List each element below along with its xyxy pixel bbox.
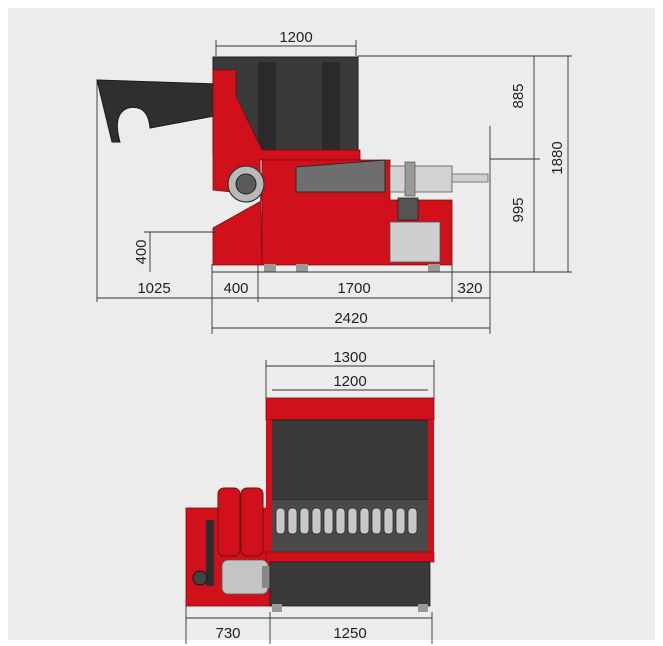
pusher-arm bbox=[96, 79, 237, 143]
dim-outer-width: 1300 bbox=[333, 349, 366, 366]
dim-inner-width: 1200 bbox=[333, 373, 366, 390]
housing-base bbox=[269, 561, 431, 607]
dim-drive-width: 730 bbox=[215, 625, 240, 642]
foot bbox=[296, 264, 308, 272]
base-foot bbox=[418, 604, 428, 612]
hopper-panel-2 bbox=[322, 62, 340, 150]
housing-hopper bbox=[269, 419, 431, 501]
motor-box bbox=[262, 566, 272, 588]
dim-hopper-height: 885 bbox=[510, 83, 527, 108]
base-foot bbox=[272, 604, 282, 612]
pulley-right bbox=[240, 487, 264, 557]
front-view: 1300 1200 730 1250 bbox=[185, 349, 435, 644]
rotor-knives bbox=[275, 507, 418, 535]
hopper-panel bbox=[258, 62, 276, 150]
dim-rear-offset: 320 bbox=[457, 280, 482, 297]
dim-hopper-width: 1200 bbox=[279, 29, 312, 46]
dim-front-offset: 400 bbox=[223, 280, 248, 297]
rotor-hub bbox=[235, 173, 257, 195]
hydraulic-cylinder bbox=[389, 165, 453, 193]
foot bbox=[428, 264, 440, 272]
front-dimension-lines bbox=[185, 360, 435, 644]
housing-lower-band bbox=[265, 551, 435, 563]
side-dimension-lines bbox=[96, 40, 572, 334]
housing-top-band bbox=[265, 397, 435, 421]
hydraulic-motor bbox=[397, 197, 419, 221]
dim-frame-width: 1250 bbox=[333, 625, 366, 642]
housing-side-right bbox=[428, 420, 434, 562]
dim-total-length: 2420 bbox=[334, 310, 367, 327]
housing-side-left bbox=[266, 420, 272, 562]
dim-base-height: 400 bbox=[133, 239, 150, 264]
cylinder-bracket bbox=[404, 161, 416, 197]
oil-tank bbox=[389, 221, 441, 263]
pulley-left bbox=[217, 487, 241, 557]
drive-belt bbox=[206, 520, 214, 586]
dim-arm-reach: 1025 bbox=[137, 280, 170, 297]
tension-wheel bbox=[192, 570, 208, 586]
ram-block bbox=[295, 159, 386, 193]
piston-rod bbox=[451, 173, 489, 183]
dim-total-height: 1880 bbox=[549, 141, 566, 174]
side-view: 1200 885 995 1880 400 1025 400 1700 320 … bbox=[96, 29, 572, 334]
electric-motor bbox=[221, 559, 269, 595]
dim-body-length: 1700 bbox=[337, 280, 370, 297]
foot bbox=[264, 264, 276, 272]
dim-lower-height: 995 bbox=[510, 197, 527, 222]
